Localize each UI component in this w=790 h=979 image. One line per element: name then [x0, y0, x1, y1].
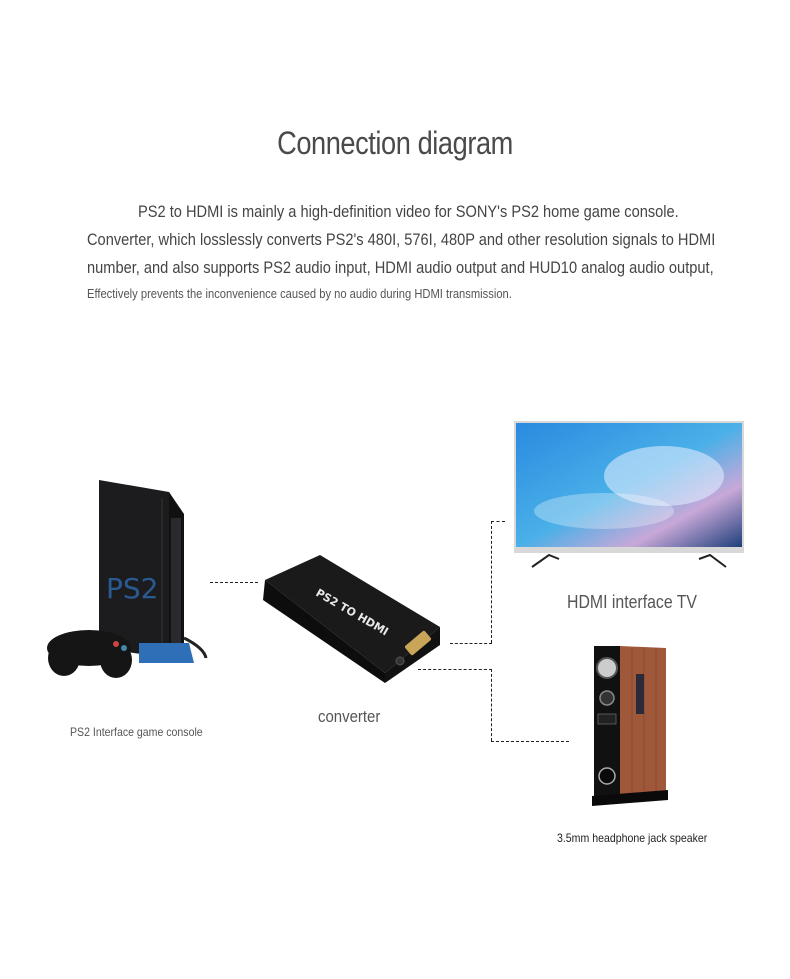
- console-label: PS2 Interface game console: [70, 725, 203, 739]
- connector-converter-tv-v: [491, 521, 492, 643]
- speaker-label: 3.5mm headphone jack speaker: [557, 831, 708, 845]
- speaker-image: [592, 644, 668, 808]
- page-title: Connection diagram: [277, 125, 513, 161]
- description-line-1: PS2 to HDMI is mainly a high-definition …: [138, 202, 679, 221]
- description-line-3: number, and also supports PS2 audio inpu…: [87, 258, 714, 277]
- converter-image: PS2 TO HDMI: [255, 555, 445, 685]
- tv-image: [514, 421, 744, 569]
- connector-converter-tv-h1: [450, 643, 492, 644]
- description-line-4: Effectively prevents the inconvenience c…: [87, 286, 512, 301]
- connector-converter-tv-h2: [491, 521, 505, 522]
- connector-converter-speaker-h1: [418, 669, 492, 670]
- converter-label: converter: [318, 707, 381, 726]
- connector-converter-speaker-v: [491, 669, 492, 741]
- description-line-2: Converter, which losslessly converts PS2…: [87, 230, 716, 249]
- tv-label: HDMI interface TV: [567, 592, 697, 612]
- connector-console-converter: [210, 582, 258, 583]
- ps2-console-image: PS2: [44, 478, 214, 683]
- svg-text:PS2: PS2: [106, 572, 158, 605]
- connector-converter-speaker-h2: [491, 741, 569, 742]
